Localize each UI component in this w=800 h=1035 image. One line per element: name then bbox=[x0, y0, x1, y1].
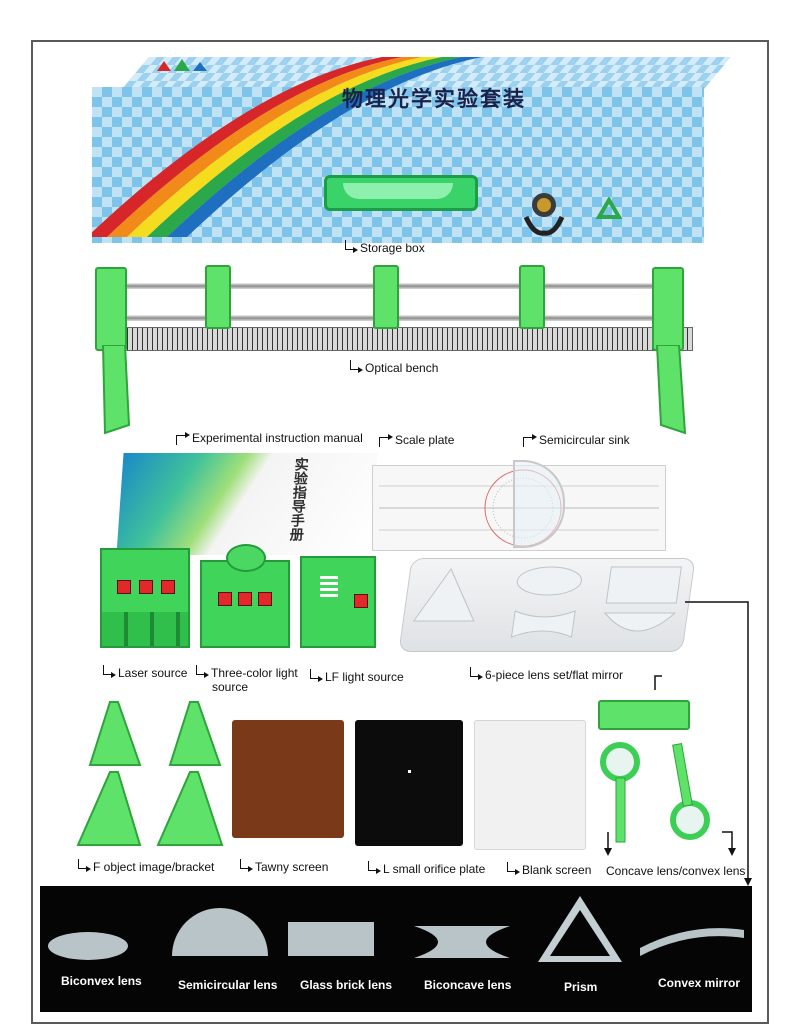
label-blank-screen: Blank screen bbox=[507, 862, 591, 877]
bench-end-right bbox=[652, 267, 684, 351]
three-color-switch-1 bbox=[218, 592, 232, 606]
arrow-icon bbox=[103, 665, 116, 678]
arrow-icon bbox=[345, 240, 358, 253]
bench-feet bbox=[101, 345, 687, 435]
globe-hands-icon bbox=[523, 193, 565, 236]
lf-switch bbox=[354, 594, 368, 608]
lens-label-prism: Prism bbox=[564, 980, 598, 994]
optical-bench bbox=[95, 265, 695, 435]
label-semicircular-sink: Semicircular sink bbox=[523, 433, 630, 447]
hand-lenses bbox=[600, 742, 710, 843]
arrow-icon bbox=[176, 432, 190, 445]
small-orifice-plate bbox=[355, 720, 463, 846]
label-lf-source: LF light source bbox=[310, 669, 404, 684]
arrow-icon bbox=[78, 859, 91, 872]
label-optical-bench: Optical bench bbox=[350, 360, 438, 375]
lens-holder bbox=[598, 700, 690, 730]
arrow-icon bbox=[379, 434, 393, 447]
label-scale-plate: Scale plate bbox=[379, 433, 454, 447]
laser-switch-3 bbox=[161, 580, 175, 594]
bench-slider-2 bbox=[373, 265, 399, 329]
concave-convex-arrows bbox=[604, 831, 736, 856]
bench-end-left bbox=[95, 267, 127, 351]
arrow-icon bbox=[240, 859, 253, 872]
box-title: 物理光学实验套装 bbox=[342, 87, 526, 111]
bench-slider-1 bbox=[205, 265, 231, 329]
instruction-manual: 实验指导手册 bbox=[116, 453, 378, 555]
manual-cover-title: 实验指导手册 bbox=[287, 457, 310, 541]
box-handle bbox=[324, 175, 478, 211]
lf-indicator-lights bbox=[320, 576, 338, 600]
bench-slider-3 bbox=[519, 265, 545, 329]
lens-label-biconcave: Biconcave lens bbox=[424, 978, 512, 992]
orifice-hole bbox=[408, 770, 411, 773]
tawny-screen bbox=[232, 720, 344, 838]
three-color-source bbox=[200, 560, 290, 648]
lens-label-biconvex: Biconvex lens bbox=[61, 974, 142, 988]
label-three-color-source: Three-color light source bbox=[196, 665, 298, 694]
three-color-switch-2 bbox=[238, 592, 252, 606]
arrow-icon bbox=[470, 667, 483, 680]
label-tawny-screen: Tawny screen bbox=[240, 859, 328, 874]
label-manual: Experimental instruction manual bbox=[176, 431, 363, 445]
laser-switch-1 bbox=[117, 580, 131, 594]
arrow-icon bbox=[507, 862, 520, 875]
label-storage-box: Storage box bbox=[345, 240, 425, 255]
arrow-icon bbox=[523, 434, 537, 447]
f-object-brackets bbox=[76, 701, 224, 846]
lens-label-semicircular: Semicircular lens bbox=[178, 978, 278, 992]
arrow-icon bbox=[196, 665, 209, 678]
label-laser-source: Laser source bbox=[103, 665, 187, 680]
lens-showcase-shapes bbox=[48, 896, 744, 962]
lens-showcase-bar: Biconvex lens Semicircular lens Glass br… bbox=[40, 886, 752, 1012]
arrow-icon bbox=[350, 360, 363, 373]
lens-label-glass-brick: Glass brick lens bbox=[300, 978, 393, 992]
lens-label-convex-mirror: Convex mirror bbox=[658, 976, 741, 990]
storage-box: 物理光学实验套装 bbox=[92, 57, 731, 243]
laser-switch-2 bbox=[139, 580, 153, 594]
three-color-lamp bbox=[226, 544, 266, 572]
lf-light-source bbox=[300, 556, 376, 648]
rainbow-stripes bbox=[92, 57, 482, 237]
recycle-icon bbox=[595, 197, 623, 219]
label-f-object: F object image/bracket bbox=[78, 859, 214, 874]
laser-slots bbox=[102, 612, 188, 646]
lens-set-tray bbox=[398, 558, 696, 652]
label-orifice-plate: L small orifice plate bbox=[368, 861, 485, 876]
three-color-switch-3 bbox=[258, 592, 272, 606]
arrow-icon bbox=[310, 669, 323, 682]
laser-source bbox=[100, 548, 190, 648]
label-concave-convex: Concave lens/convex lens bbox=[606, 864, 746, 878]
lens-set-shapes bbox=[412, 566, 682, 638]
label-lens-set: 6-piece lens set/flat mirror bbox=[470, 667, 623, 682]
blank-screen bbox=[474, 720, 586, 850]
arrow-icon bbox=[368, 861, 381, 874]
